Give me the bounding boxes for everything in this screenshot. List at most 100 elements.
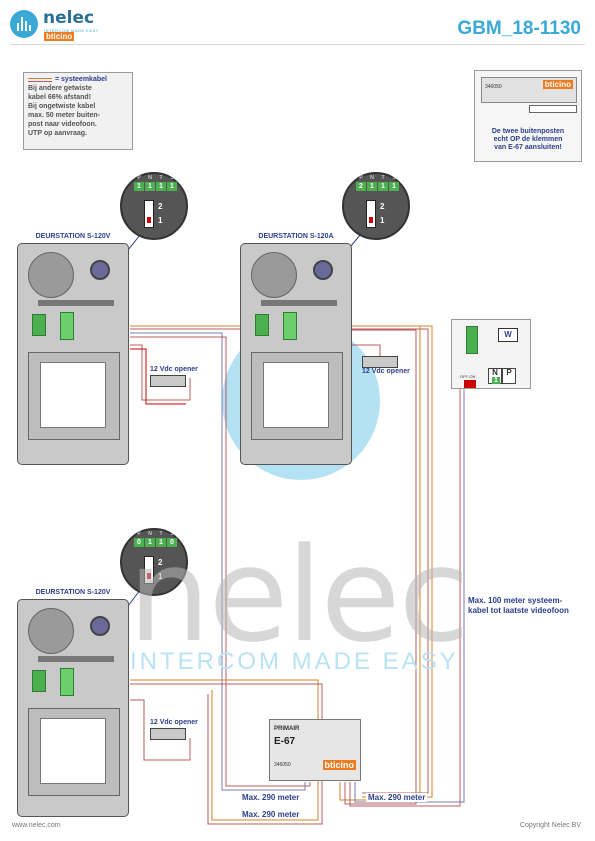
nelec-logo: nelec INTERCOM MADE EASY bticino xyxy=(10,8,120,42)
opener-label: 12 Vdc opener xyxy=(150,719,198,726)
dip-label: S xyxy=(170,531,174,537)
switch-position: 1 xyxy=(158,572,163,581)
distance-label: Max. 290 meter xyxy=(366,793,428,802)
legend-line: UTP op aanvraag. xyxy=(28,130,88,137)
opener-device xyxy=(150,728,186,740)
button-panel xyxy=(40,718,106,784)
reference-brand: bticino xyxy=(542,80,573,89)
station-bar xyxy=(261,300,337,306)
door-station-title: DEURSTATION S-120A xyxy=(258,233,334,240)
legend-key: = systeemkabel xyxy=(28,75,128,84)
door-opener-2: 12 Vdc opener xyxy=(362,354,410,375)
logo-bars-icon xyxy=(10,10,38,38)
logo-brand: nelec xyxy=(43,8,95,28)
dip-label: S xyxy=(170,175,174,181)
distance-note-line: kabel tot laatste videofoon xyxy=(468,606,569,615)
button-panel xyxy=(40,362,106,428)
door-station-3: DEURSTATION S-120V xyxy=(17,589,129,817)
wire xyxy=(130,699,191,761)
wire xyxy=(130,348,186,405)
dip-value: 0 xyxy=(167,538,177,547)
psu-article: 346050 xyxy=(274,762,291,768)
terminal-block xyxy=(283,312,297,340)
monitor-terminal xyxy=(466,326,478,354)
wire xyxy=(130,332,306,791)
monitor-distance-note: Max. 100 meter systeem- kabel tot laatst… xyxy=(468,596,595,616)
button-panel xyxy=(263,362,329,428)
door-station-1: DEURSTATION S-120V xyxy=(17,233,129,465)
dip-label: N xyxy=(148,175,152,181)
dip-label: T xyxy=(159,531,163,537)
reference-terminals xyxy=(529,105,577,113)
reference-note-line: echt OP de klemmen xyxy=(493,136,563,143)
terminal-block xyxy=(32,314,46,336)
distance-note-line: Max. 100 meter systeem- xyxy=(468,596,563,605)
legend-line: Bij ongetwiste kabel xyxy=(28,103,96,110)
psu-model: E-67 xyxy=(274,736,296,747)
switch-position: 2 xyxy=(158,202,163,211)
wire xyxy=(130,679,319,821)
door-station-title: DEURSTATION S-120V xyxy=(35,233,111,240)
distance-label: Max. 290 meter xyxy=(240,810,302,819)
watermark-tagline: INTERCOM MADE EASY xyxy=(130,648,459,675)
wire xyxy=(130,336,311,787)
watermark-word: nelec xyxy=(128,519,470,671)
reference-note-line: De twee buitenposten xyxy=(491,128,565,135)
wire xyxy=(354,336,465,803)
footer-copyright: Copyright Nelec BV xyxy=(519,822,581,829)
dip-value: 1 xyxy=(389,182,399,191)
dip-value: 1 xyxy=(134,182,144,191)
wire xyxy=(344,329,417,805)
switch-position: 1 xyxy=(380,216,385,225)
dip-value: 1 xyxy=(156,538,166,547)
distance-label: Max. 290 meter xyxy=(240,793,302,802)
slide-switch xyxy=(366,200,376,228)
dip-label: P xyxy=(359,175,363,181)
terminal-block xyxy=(32,670,46,692)
dip-value: 1 xyxy=(367,182,377,191)
door-station-2: DEURSTATION S-120A xyxy=(240,233,352,465)
monitor-switch xyxy=(464,380,476,388)
reference-article: 346050 xyxy=(485,84,502,90)
legend-line: kabel 66% afstand! xyxy=(28,94,92,101)
video-monitor: W OFF-ON N P 1 xyxy=(451,319,531,389)
reference-note: De twee buitenposten echt OP de klemmen … xyxy=(478,128,578,152)
speaker-grille xyxy=(28,252,74,298)
dip-value: 2 xyxy=(356,182,366,191)
legend-key-label: = systeemkabel xyxy=(55,76,107,83)
monitor-value: 1 xyxy=(492,377,500,384)
opener-device xyxy=(150,375,186,387)
switch-position: 2 xyxy=(158,558,163,567)
slide-switch xyxy=(144,556,154,584)
dip-label: N xyxy=(370,175,374,181)
legend-line: post naar videofoon. xyxy=(28,121,97,128)
terminal-block xyxy=(60,312,74,340)
wire xyxy=(349,340,461,807)
door-opener-3: 12 Vdc opener xyxy=(150,719,198,740)
opener-device xyxy=(362,356,398,368)
dip-value: 1 xyxy=(145,538,155,547)
opener-label: 12 Vdc opener xyxy=(150,366,198,373)
dip-label: T xyxy=(159,175,163,181)
station-bar xyxy=(38,656,114,662)
dip-label: P xyxy=(137,531,141,537)
speaker-grille xyxy=(251,252,297,298)
psu-primary-label: PRIMAIR xyxy=(274,726,300,732)
camera-lens-icon xyxy=(90,260,110,280)
reference-note-line: van E-67 aansluiten! xyxy=(494,144,562,151)
switch-position: 1 xyxy=(158,216,163,225)
camera-lens-icon xyxy=(313,260,333,280)
dip-value: 1 xyxy=(167,182,177,191)
terminal-block xyxy=(255,314,269,336)
monitor-screen: W xyxy=(498,328,518,342)
logo-tagline: INTERCOM MADE EASY xyxy=(44,28,99,33)
header-divider xyxy=(10,44,585,45)
dip-label: S xyxy=(392,175,396,181)
legend-line: Bij andere getwiste xyxy=(28,85,92,92)
terminal-block xyxy=(60,668,74,696)
speaker-grille xyxy=(28,608,74,654)
legend-line: max. 50 meter buiten- xyxy=(28,112,100,119)
terminal-p: P xyxy=(502,368,516,384)
wire xyxy=(130,344,191,401)
